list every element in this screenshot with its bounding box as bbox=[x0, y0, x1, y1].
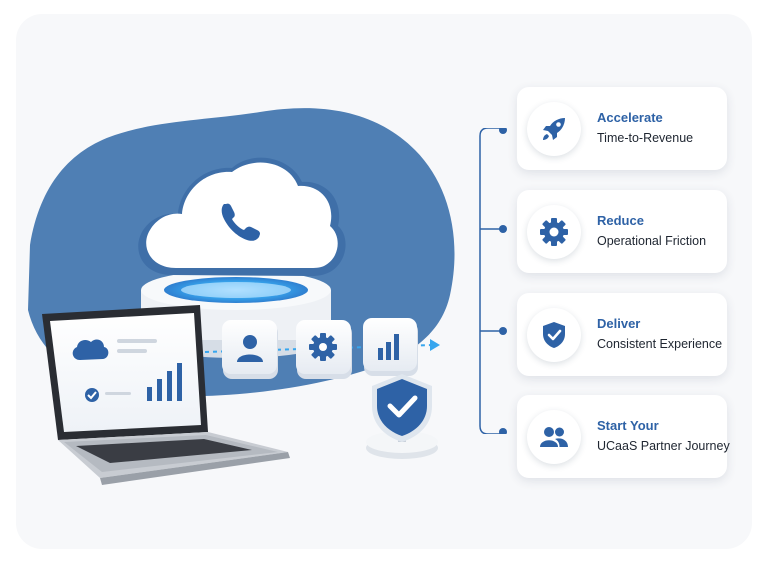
laptop-icon bbox=[42, 305, 290, 485]
card-title: Deliver bbox=[597, 316, 641, 331]
gear-icon bbox=[527, 204, 581, 259]
card-subtitle: Consistent Experience bbox=[597, 337, 723, 351]
card-title: Reduce bbox=[597, 213, 644, 228]
users-icon bbox=[527, 409, 581, 464]
shield-check-icon bbox=[366, 374, 438, 459]
card-reduce: Reduce Operational Friction bbox=[517, 190, 727, 273]
phone-icon bbox=[221, 203, 260, 241]
card-accelerate: Accelerate Time-to-Revenue bbox=[517, 87, 727, 170]
card-deliver: Deliver Consistent Experience bbox=[517, 293, 727, 376]
card-subtitle: UCaaS Partner Journey bbox=[597, 439, 730, 453]
card-subtitle: Operational Friction bbox=[597, 234, 707, 248]
card-title: Start Your bbox=[597, 418, 659, 433]
card-start-your: Start Your UCaaS Partner Journey bbox=[517, 395, 730, 478]
gear-icon bbox=[296, 320, 352, 379]
card-subtitle: Time-to-Revenue bbox=[597, 131, 694, 145]
cloud-icon bbox=[138, 157, 346, 276]
card-title: Accelerate bbox=[597, 110, 663, 125]
connector-line bbox=[479, 128, 507, 434]
shield-check-icon bbox=[527, 307, 581, 362]
rocket-icon bbox=[527, 101, 581, 156]
bar-chart-icon bbox=[363, 318, 418, 376]
user-icon bbox=[222, 320, 278, 379]
